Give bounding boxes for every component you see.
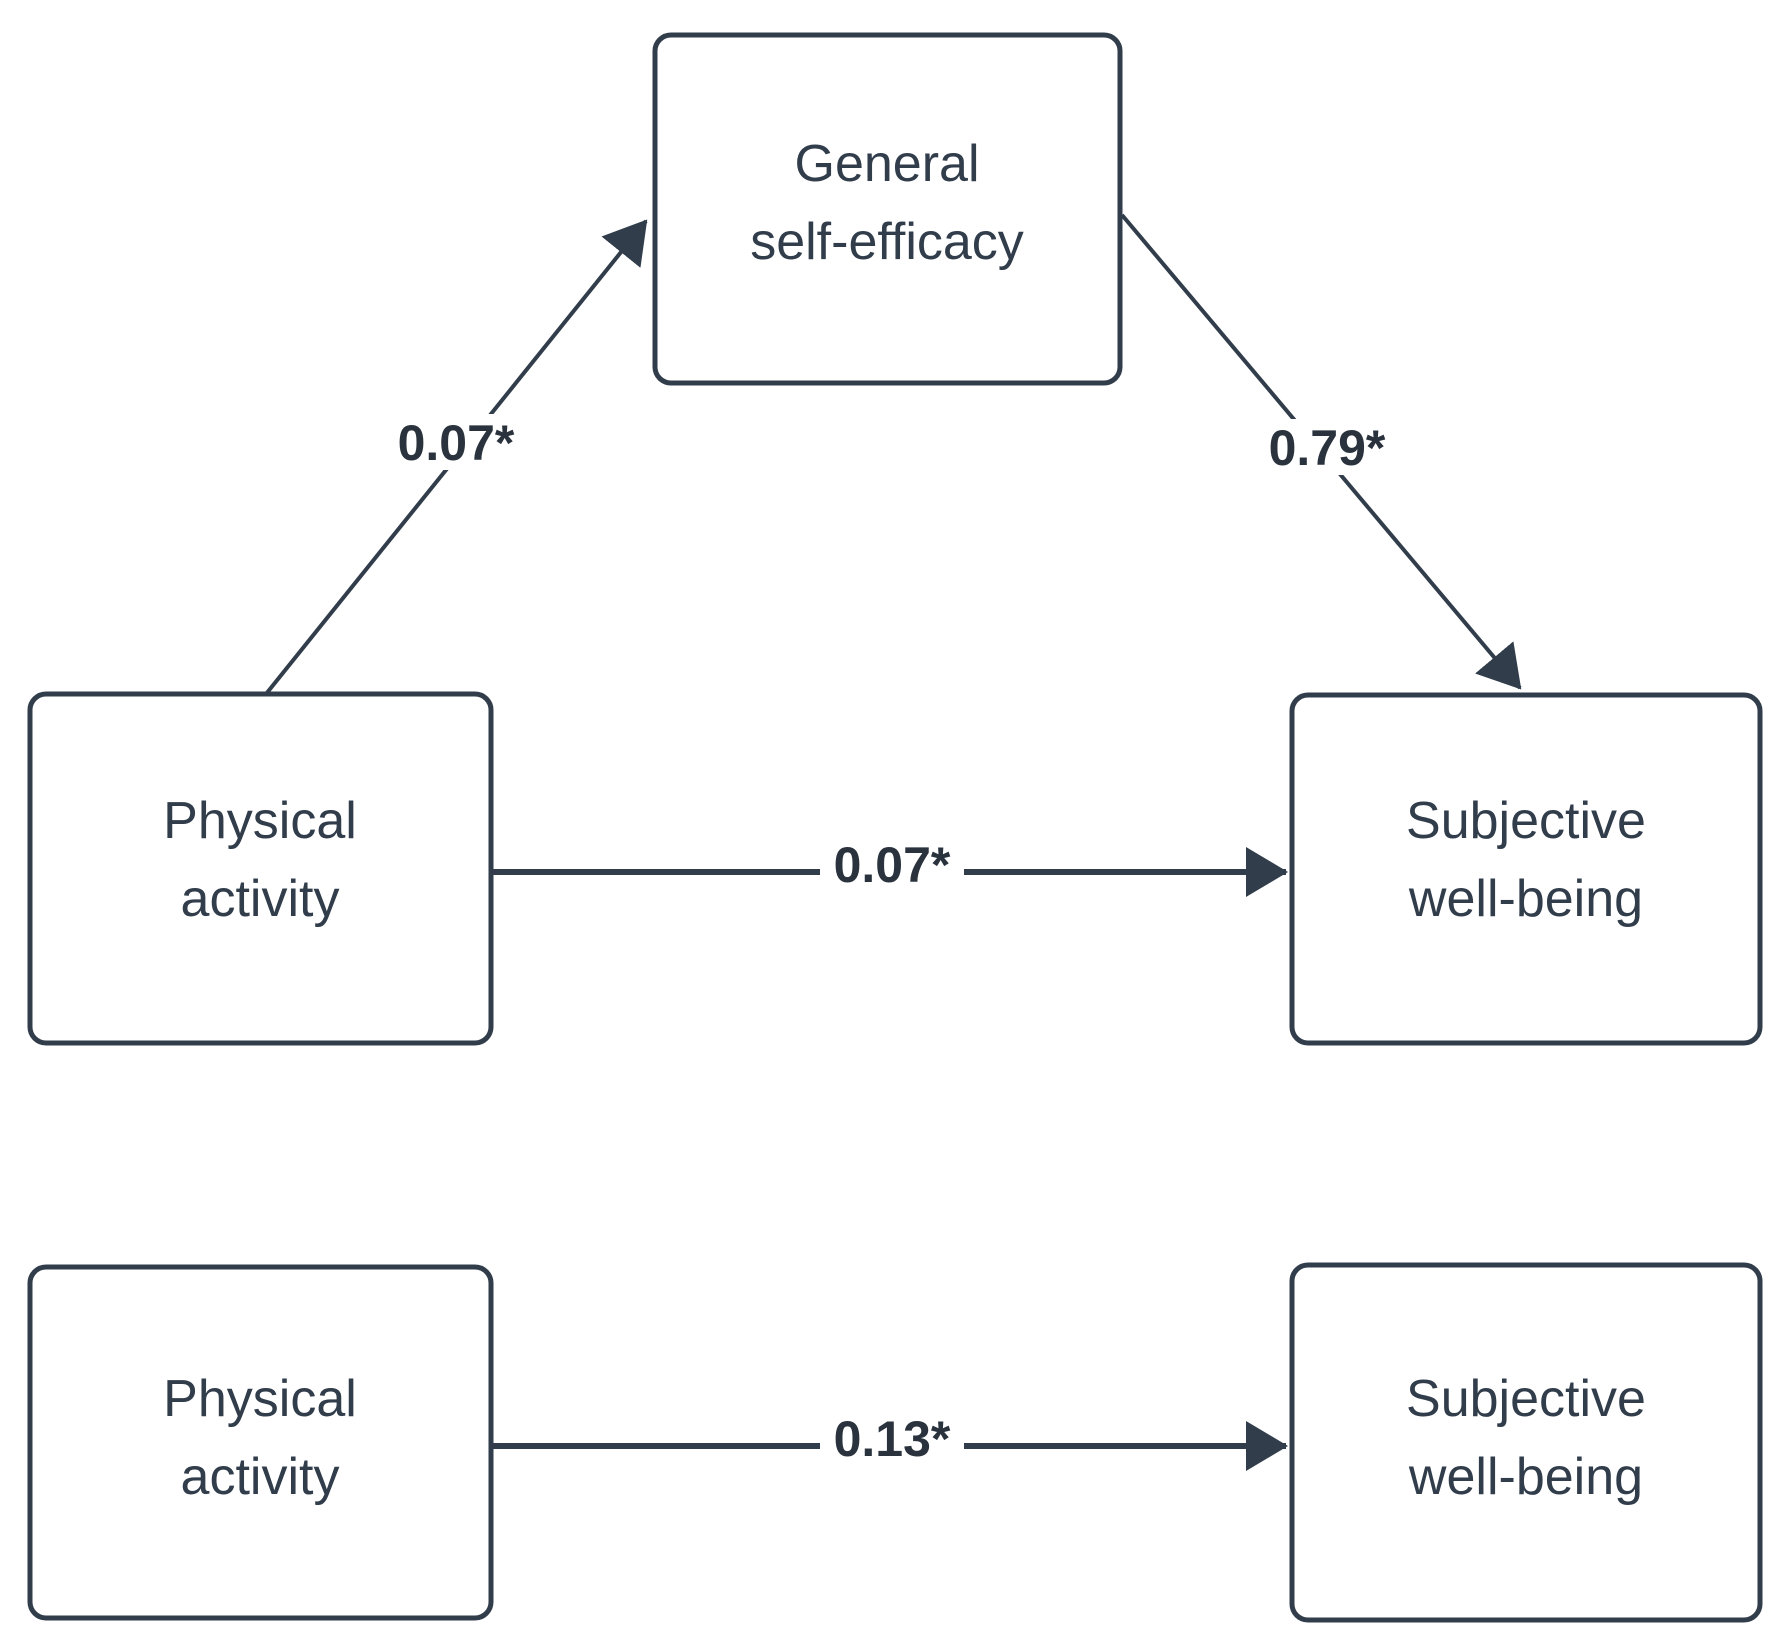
- predictor-top-label-line2: activity: [181, 870, 340, 928]
- outcome-bottom-label-line2: well-being: [1408, 1448, 1643, 1506]
- mediator-box-shape: [652, 32, 1123, 386]
- coef-a-label: 0.07*: [398, 415, 515, 471]
- predictor-bottom-box-shape: [27, 1264, 494, 1621]
- predictor-top-box: Physical activity: [27, 691, 494, 1046]
- predictor-top-label-line1: Physical: [163, 792, 357, 850]
- coef-direct-label-bg: [820, 838, 964, 888]
- coef-b-label-bg: [1255, 419, 1399, 475]
- coef-total-label: 0.13*: [834, 1411, 951, 1467]
- outcome-bottom-label-line1: Subjective: [1406, 1370, 1646, 1428]
- coef-direct-label: 0.07*: [834, 837, 951, 893]
- predictor-bottom-label-line1: Physical: [163, 1370, 357, 1428]
- coef-b-label: 0.79*: [1269, 420, 1386, 476]
- outcome-top-box: Subjective well-being: [1289, 692, 1763, 1046]
- mediator-label-line1: General: [795, 135, 980, 193]
- predictor-top-box-shape: [27, 691, 494, 1046]
- coef-a-label-bg: [384, 414, 528, 470]
- predictor-bottom-label-line2: activity: [181, 1448, 340, 1506]
- predictor-bottom-box: Physical activity: [27, 1264, 494, 1621]
- mediator-label-line2: self-efficacy: [750, 213, 1024, 271]
- outcome-top-box-shape: [1289, 692, 1763, 1046]
- outcome-top-label-line2: well-being: [1408, 870, 1643, 928]
- outcome-top-label-line1: Subjective: [1406, 792, 1646, 850]
- outcome-bottom-box-shape: [1289, 1262, 1763, 1623]
- coef-total-label-bg: [820, 1412, 964, 1462]
- mediator-box: General self-efficacy: [652, 32, 1123, 386]
- outcome-bottom-box: Subjective well-being: [1289, 1262, 1763, 1623]
